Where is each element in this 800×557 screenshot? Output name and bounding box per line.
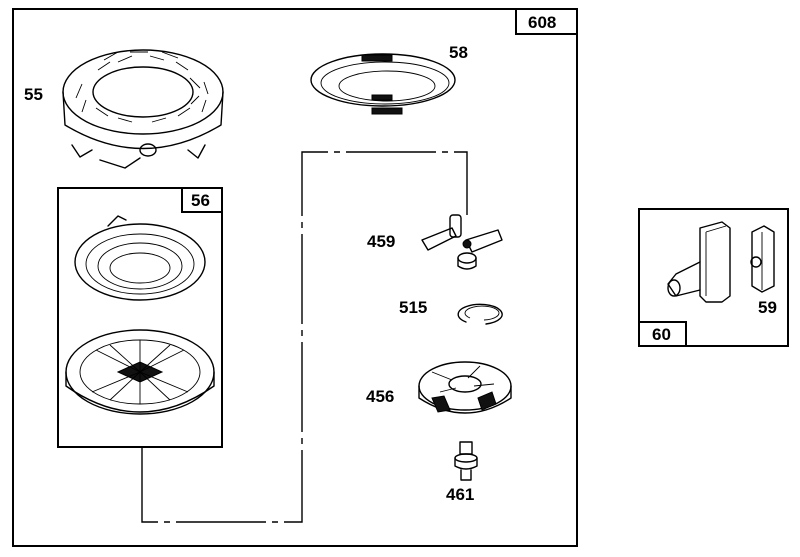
recoil-assembly-frame [57,187,223,448]
pulley-screw-icon [454,441,478,481]
main-frame-label-box [515,8,578,35]
handle-kit-label-box [638,321,687,347]
part-label-459: 459 [367,232,395,251]
retainer-ring-icon [457,303,503,325]
blower-housing-icon [62,49,224,169]
part-label-58: 58 [449,43,468,62]
recoil-spring-and-pulley-icon [65,215,215,415]
rope-routing-line [141,151,468,523]
part-label-515: 515 [399,298,427,317]
handle-kit-frame [638,208,789,347]
main-frame-label: 608 [528,13,556,32]
starter-clutch-icon [418,361,512,414]
main-parts-frame [12,8,578,547]
part-label-461: 461 [446,485,474,504]
recoil-frame-label-box [181,187,223,213]
starter-dog-icon [421,214,503,270]
recoil-frame-label: 56 [191,191,210,210]
part-label-55: 55 [24,85,43,104]
starter-rope-icon [310,53,456,115]
part-label-456: 456 [366,387,394,406]
rope-handle-icon [667,221,775,303]
handle-kit-label: 60 [652,325,671,344]
part-label-59: 59 [758,298,777,317]
